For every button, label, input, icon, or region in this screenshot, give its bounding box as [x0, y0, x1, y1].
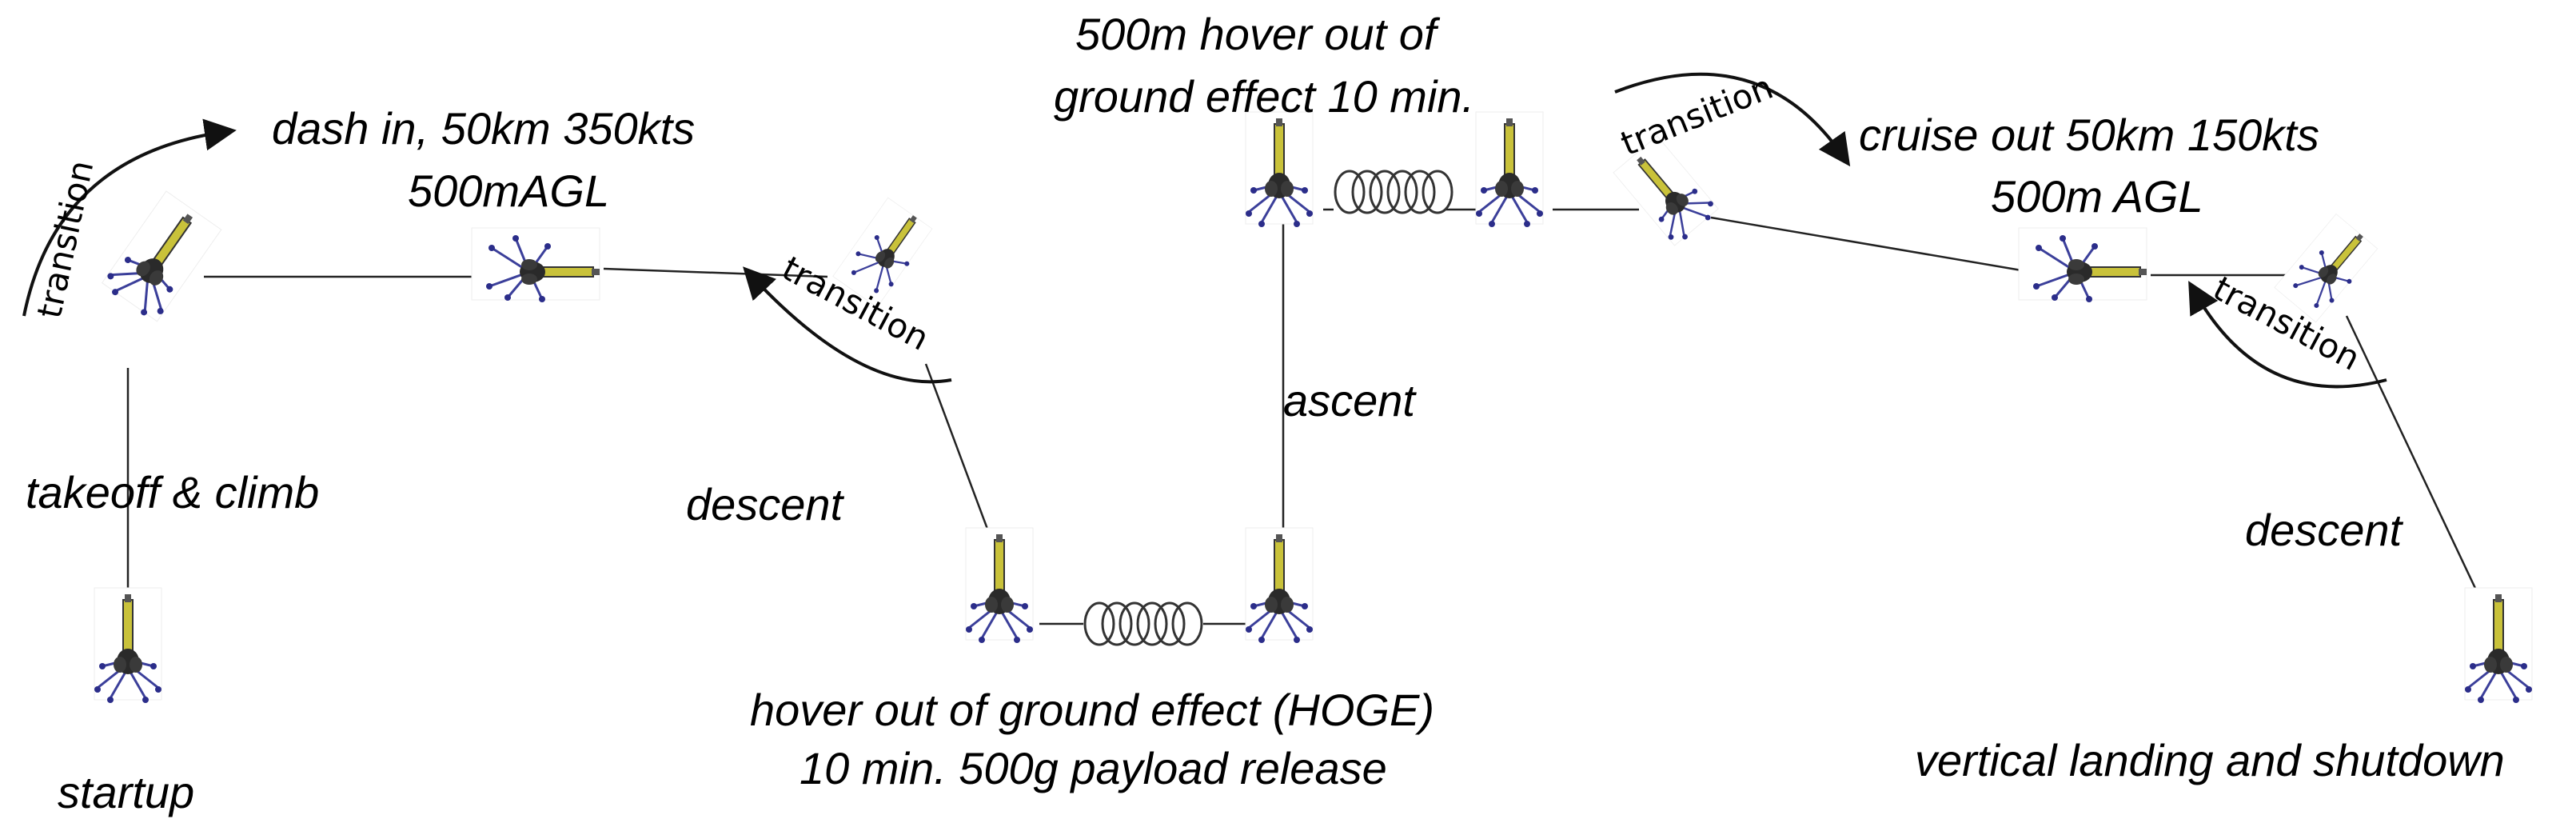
hover500-coil — [1334, 170, 1453, 214]
uav-transition-1-icon — [98, 190, 223, 326]
label-ascent: ascent — [1283, 375, 1417, 425]
uav-hover500-end-icon — [1474, 110, 1545, 229]
path-cruise-1 — [1710, 216, 2032, 274]
hoge-hover-coil — [1083, 601, 1203, 646]
label-startup: startup — [58, 767, 194, 817]
uav-hover500-start-icon — [1244, 110, 1314, 229]
path-dash-in-2 — [603, 267, 828, 278]
label-dash-in-line1: dash in, 50km 350kts — [272, 103, 695, 154]
label-hoge-line1: hover out of ground effect (HOGE) — [750, 685, 1434, 735]
label-landing: vertical landing and shutdown — [1915, 735, 2505, 785]
path-descent-2 — [2345, 315, 2488, 613]
uav-hoge-end-icon — [1244, 526, 1314, 645]
uav-startup-icon — [93, 586, 163, 705]
transition-label-3: transition — [1615, 67, 1778, 163]
transition-arc-2 — [743, 266, 952, 384]
uav-cruise-icon — [2017, 226, 2148, 304]
transition-arc-3 — [1614, 72, 1851, 167]
label-cruise-out-line1: cruise out 50km 150kts — [1859, 110, 2319, 160]
path-descent-1 — [924, 363, 995, 545]
label-cruise-out-line2: 500m AGL — [1991, 171, 2203, 222]
label-hover500-line2: ground effect 10 min. — [1054, 71, 1474, 122]
uav-landing-icon — [2463, 586, 2534, 705]
label-descent-2: descent — [2245, 505, 2404, 555]
label-takeoff-climb: takeoff & climb — [26, 467, 319, 517]
label-hover500-line1: 500m hover out of — [1075, 9, 1441, 59]
label-descent-1: descent — [686, 479, 845, 529]
label-hoge-line2: 10 min. 500g payload release — [800, 743, 1387, 793]
label-dash-in-line2: 500mAGL — [408, 166, 609, 216]
transition-arc-4 — [2188, 281, 2387, 389]
transition-label-1: transition — [30, 157, 102, 322]
uav-dash-in-icon — [470, 226, 601, 304]
uav-hoge-start-icon — [964, 526, 1035, 645]
transition-arc-1 — [22, 118, 237, 317]
